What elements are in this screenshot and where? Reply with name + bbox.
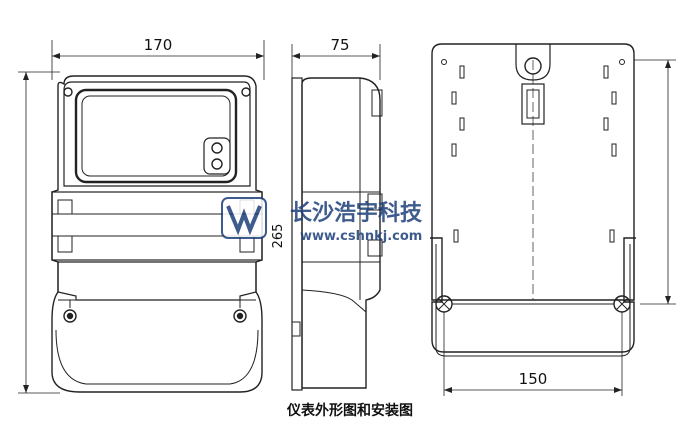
watermark: 长沙浩宇科技 www.cshnkj.com	[221, 197, 423, 244]
front-width-label: 170	[144, 36, 173, 54]
side-view	[291, 44, 383, 391]
back-width-label: 150	[519, 370, 548, 388]
back-view	[430, 43, 676, 396]
watermark-logo-icon	[221, 197, 267, 239]
watermark-company: 长沙浩宇科技	[290, 201, 423, 226]
height-label: 265	[271, 224, 286, 249]
watermark-url: www.cshnkj.com	[300, 229, 422, 244]
front-view	[18, 40, 265, 394]
figure-caption: 仪表外形图和安装图	[287, 403, 413, 419]
side-depth-label: 75	[330, 36, 349, 54]
